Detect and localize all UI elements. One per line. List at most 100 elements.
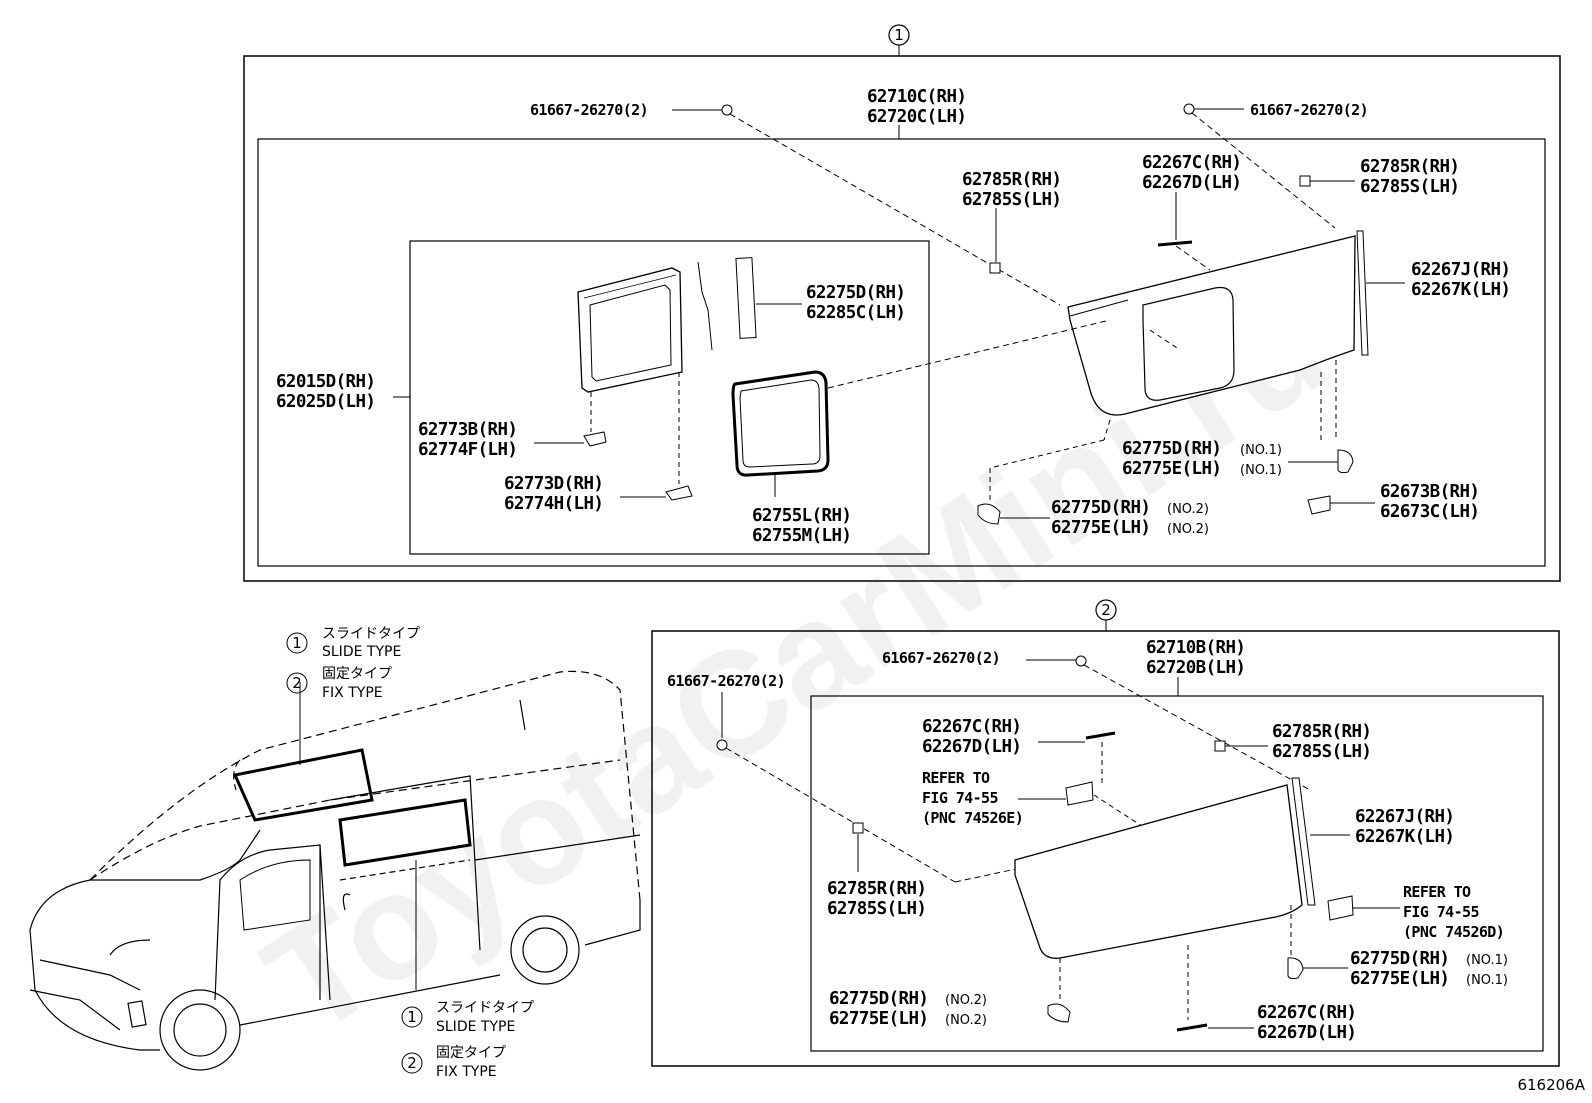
box1-seal-lh: 62755M(LH) [752,526,851,546]
legend-bottom-m1: 1 [407,1008,417,1026]
box2-spacer-a-rh: 62785R(RH) [1272,722,1371,742]
box2-mold-top-rh: 62267C(RH) [922,717,1021,737]
box2-pad1-note-b: (NO.1) [1466,973,1508,988]
box1-slide-lh: 62025D(LH) [276,392,375,412]
box2-refer-b-1: REFER TO [1403,883,1471,901]
clip-icon [1183,103,1195,115]
spacer-icon [989,262,1001,274]
box2-clip-top-label: 61667-26270(2) [882,649,1000,667]
box2-mold-bot-lh: 62267D(LH) [1257,1023,1356,1043]
legend-top-en2: FIX TYPE [322,685,383,701]
box1-mold-top-rh: 62267C(RH) [1142,153,1241,173]
box1-bracket-lh: 62673C(LH) [1380,502,1479,522]
box1-slide-rh: 62015D(RH) [276,372,375,392]
clip-icon [721,104,733,116]
legend-top-en1: SLIDE TYPE [322,644,401,660]
legend-bottom: 1 スライドタイプ SLIDE TYPE 2 固定タイプ FIX TYPE [401,1000,534,1080]
box2-frame [651,630,1560,1067]
box2-side-molding-part [1291,777,1316,906]
box2-marker: 2 [1101,601,1111,619]
box2-glass-rh: 62710B(RH) [1146,638,1245,658]
box1-pad1-note-b: (NO.1) [1240,463,1282,478]
box1-pad2-rh: 62775D(RH) [1051,498,1150,518]
box2-spacer-b-rh: 62785R(RH) [827,879,926,899]
box1-spacer-a-rh: 62785R(RH) [962,170,1061,190]
box2-pad2-lh: 62775E(LH) [829,1009,928,1029]
box1-pad2-lh: 62775E(LH) [1051,518,1150,538]
legend-top: 1 スライドタイプ SLIDE TYPE 2 固定タイプ FIX TYPE [286,626,420,701]
refer-part-b [1327,895,1354,921]
box2-pad1-note-a: (NO.1) [1466,953,1508,968]
legend-bottom-jp1: スライドタイプ [436,1000,534,1016]
legend-bottom-en2: FIX TYPE [436,1064,497,1080]
pad-no2-part [977,503,1001,525]
box1-marker: 1 [894,26,904,44]
box2-refer-b-2: FIG 74-55 [1403,903,1479,921]
spacer-icon [852,822,864,834]
box2-glass-lh: 62720B(LH) [1146,658,1245,678]
box1-seal [731,370,830,477]
box1-latch-rh: 62275D(RH) [806,283,905,303]
box1-pad1-note-a: (NO.1) [1240,443,1282,458]
side-molding-part [1356,230,1369,356]
legend-top-jp1: スライドタイプ [322,626,420,642]
box1-bracket-rh: 62673B(RH) [1380,482,1479,502]
box1-frame [243,55,1561,582]
box1-pad2-note-b: (NO.2) [1167,522,1209,537]
box1-stop-a-lh: 62774F(LH) [418,440,517,460]
box2-pad2-rh: 62775D(RH) [829,989,928,1009]
refer-part-a [1065,781,1094,806]
box1-glass-assembly-frame [257,138,1546,567]
clip-icon [716,739,728,751]
box2-mold-bot-rh: 62267C(RH) [1257,1003,1356,1023]
stopper-a-part [583,431,607,447]
figure-code: 616206A [1517,1076,1585,1094]
spacer-icon [1299,175,1311,187]
legend-bottom-jp2: 固定タイプ [436,1045,506,1061]
latch-part [735,257,757,339]
box1-glass-rh: 62710C(RH) [867,87,966,107]
box2-glass-assembly-frame [810,695,1544,1052]
box2-pad1-rh: 62775D(RH) [1350,949,1449,969]
box1-main-glass [1067,235,1356,416]
latch-rod [697,261,713,351]
pad-no1-part [1337,449,1354,474]
box1-stop-b-rh: 62773D(RH) [504,474,603,494]
legend-top-m1: 1 [292,634,302,652]
box2-pad2-note-a: (NO.2) [945,993,987,1008]
stopper-b-part [665,485,693,501]
box1-glass-lh: 62720C(LH) [867,107,966,127]
box1-pad1-rh: 62775D(RH) [1122,439,1221,459]
box1-slide-type: 1 61667-26270(2) 62710C(RH) 62720C(LH) 6… [243,24,1561,582]
box2-refer-a-1: REFER TO [922,769,990,787]
legend-bottom-m2: 2 [407,1054,417,1072]
legend-bottom-en1: SLIDE TYPE [436,1019,515,1035]
box1-stop-a-rh: 62773B(RH) [418,420,517,440]
box2-fix-type: 2 61667-26270(2) 62710B(RH) 62720B(LH) 6… [651,599,1560,1067]
box2-clip-left-label: 61667-26270(2) [667,672,785,690]
bracket-part [1307,495,1331,515]
box2-pad2-note-b: (NO.2) [945,1013,987,1028]
box1-latch-lh: 62285C(LH) [806,303,905,323]
box1-clip-left-label: 61667-26270(2) [530,101,648,119]
box1-spacer-a-lh: 62785S(LH) [962,190,1061,210]
box2-mold-top-lh: 62267D(LH) [922,737,1021,757]
box1-mold-top-lh: 62267D(LH) [1142,173,1241,193]
box2-refer-a-3: (PNC 74526E) [922,809,1023,827]
box2-mold-side-rh: 62267J(RH) [1355,807,1454,827]
box2-refer-b-3: (PNC 74526D) [1403,923,1504,941]
box1-spacer-b-rh: 62785R(RH) [1360,157,1459,177]
legend-top-m2: 2 [292,674,302,692]
box1-pad1-lh: 62775E(LH) [1122,459,1221,479]
box1-slide-window-frame [577,267,683,393]
clip-icon [1075,655,1087,667]
box1-mold-side-lh: 62267K(LH) [1411,280,1510,300]
box2-spacer-a-lh: 62785S(LH) [1272,742,1371,762]
box2-refer-a-2: FIG 74-55 [922,789,998,807]
box1-seal-rh: 62755L(RH) [752,506,851,526]
van-illustration [29,670,641,1071]
pad-no1-part [1287,957,1304,980]
box1-spacer-b-lh: 62785S(LH) [1360,177,1459,197]
